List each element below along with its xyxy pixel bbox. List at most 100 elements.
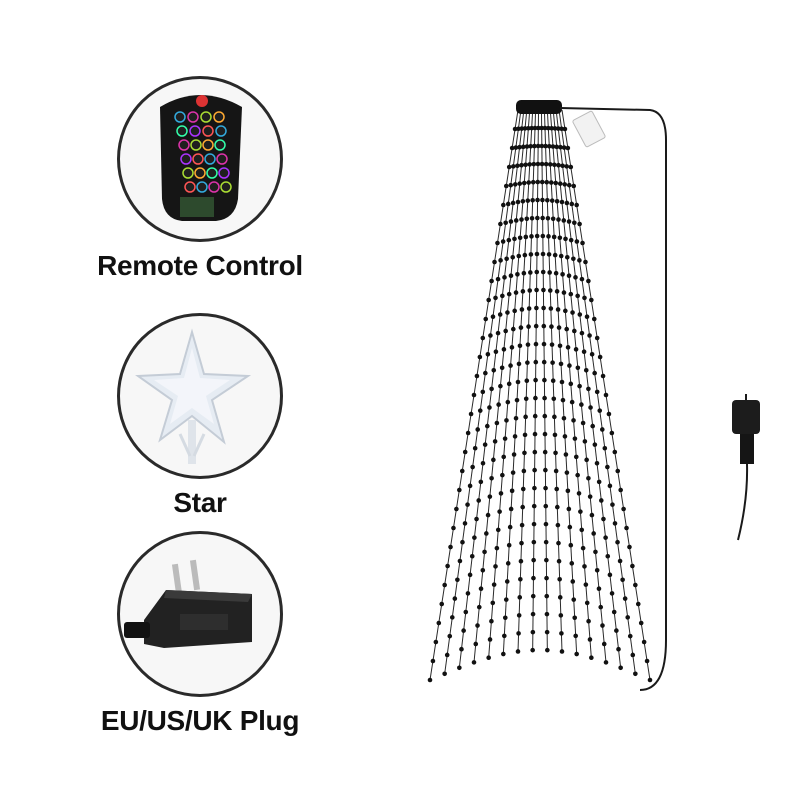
led-bulb bbox=[516, 253, 522, 259]
led-bulb bbox=[472, 445, 478, 451]
led-bulb bbox=[513, 145, 519, 150]
remote-button bbox=[174, 111, 186, 123]
led-bulb bbox=[570, 310, 575, 315]
led-bulb bbox=[495, 276, 501, 282]
led-bulb bbox=[545, 197, 550, 203]
led-bulb bbox=[573, 633, 578, 639]
led-bulb bbox=[612, 521, 618, 526]
led-bulb bbox=[633, 582, 638, 588]
led-bulb bbox=[546, 234, 551, 239]
led-bulb bbox=[501, 651, 506, 657]
led-bulb bbox=[569, 399, 575, 405]
led-bulb bbox=[503, 597, 509, 602]
led-bulb bbox=[505, 561, 511, 566]
remote-control-photo bbox=[117, 76, 283, 242]
led-bulb bbox=[572, 328, 577, 334]
remote-button bbox=[196, 181, 208, 193]
remote-button bbox=[180, 153, 192, 165]
led-bulb bbox=[484, 531, 489, 536]
led-bulb bbox=[474, 373, 480, 379]
led-bulb bbox=[503, 183, 509, 189]
led-bulb bbox=[531, 503, 537, 509]
led-bulb bbox=[505, 201, 511, 207]
led-bulb bbox=[558, 144, 563, 150]
led-bulb bbox=[511, 452, 517, 457]
led-bulb bbox=[550, 144, 556, 149]
led-bulb bbox=[536, 125, 541, 131]
led-bulb bbox=[504, 579, 510, 584]
led-bulb bbox=[512, 434, 518, 439]
led-bulb bbox=[530, 197, 535, 203]
led-bulb bbox=[480, 568, 486, 573]
led-bulb bbox=[525, 198, 531, 203]
led-bulb bbox=[577, 221, 582, 227]
led-bulb bbox=[521, 270, 527, 276]
led-bulb bbox=[517, 144, 522, 150]
led-bulb bbox=[587, 333, 592, 338]
led-bulb bbox=[582, 564, 587, 569]
led-bulb bbox=[500, 293, 505, 299]
tree-top-ring bbox=[516, 100, 562, 114]
led-bulb bbox=[508, 506, 514, 512]
led-bulb bbox=[512, 126, 518, 132]
led-bulb bbox=[433, 639, 439, 645]
led-bulb bbox=[554, 289, 560, 294]
led-bulb bbox=[528, 143, 534, 149]
led-bulb bbox=[442, 582, 447, 588]
led-bulb bbox=[555, 307, 561, 312]
remote-control-caption: Remote Control bbox=[97, 250, 303, 281]
star-accessory: Star bbox=[80, 313, 320, 519]
led-bulb bbox=[493, 349, 499, 355]
led-bulb bbox=[568, 381, 574, 387]
led-bulb bbox=[472, 535, 477, 540]
led-bulb bbox=[621, 506, 626, 512]
led-bulb bbox=[515, 163, 520, 169]
remote-button bbox=[192, 153, 204, 165]
led-bulb bbox=[558, 253, 564, 259]
led-bulb bbox=[491, 368, 497, 373]
led-bulb bbox=[540, 251, 546, 257]
led-bulb bbox=[488, 333, 493, 338]
led-bulb bbox=[539, 179, 545, 185]
led-bulb bbox=[614, 628, 619, 633]
led-bulb bbox=[565, 145, 571, 151]
led-bulb bbox=[550, 360, 555, 365]
led-bulb bbox=[564, 326, 569, 332]
led-bulb bbox=[572, 220, 577, 226]
remote-button bbox=[202, 125, 214, 137]
led-bulb bbox=[600, 623, 605, 628]
led-bulb bbox=[589, 512, 595, 518]
led-bulb bbox=[551, 396, 557, 402]
led-bulb bbox=[575, 472, 580, 478]
led-bulb bbox=[439, 601, 445, 607]
remote-button bbox=[190, 139, 202, 151]
led-bulb bbox=[535, 215, 540, 221]
led-bulb bbox=[559, 631, 564, 636]
led-bulb bbox=[489, 278, 494, 284]
led-bulb bbox=[589, 351, 595, 357]
led-bulb bbox=[602, 445, 608, 451]
led-bulb bbox=[519, 540, 524, 546]
led-bulb bbox=[571, 418, 576, 423]
led-bulb bbox=[508, 219, 514, 224]
led-bulb bbox=[517, 595, 523, 600]
led-bulb bbox=[535, 179, 541, 185]
plug-accessory: EU/US/UK Plug bbox=[80, 531, 320, 737]
led-bulb bbox=[609, 591, 615, 596]
led-bulb bbox=[531, 575, 536, 581]
led-bulb bbox=[532, 413, 538, 419]
led-bulb bbox=[577, 312, 583, 317]
led-bulb bbox=[543, 161, 549, 167]
led-bulb bbox=[498, 491, 504, 496]
led-bulb bbox=[451, 525, 456, 531]
led-bulb bbox=[523, 414, 528, 420]
led-bulb bbox=[539, 143, 545, 149]
led-bulb bbox=[544, 611, 550, 617]
waterproof-connector-icon bbox=[732, 394, 760, 541]
led-bulb bbox=[489, 618, 494, 624]
led-bulb bbox=[520, 486, 526, 492]
led-bulb bbox=[522, 126, 528, 131]
led-bulb bbox=[561, 415, 567, 421]
led-bulb bbox=[534, 287, 539, 293]
led-bulb bbox=[527, 288, 533, 293]
